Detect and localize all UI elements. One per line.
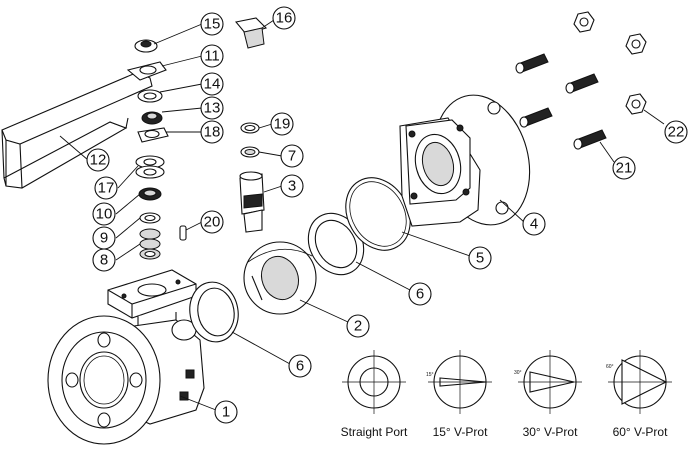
svg-text:15°: 15° bbox=[426, 372, 434, 378]
key-part bbox=[234, 17, 268, 49]
port-v60: 60° 60° V-Prot bbox=[606, 350, 672, 439]
callout-11: 11 bbox=[200, 44, 224, 68]
svg-text:8: 8 bbox=[100, 252, 108, 269]
svg-text:9: 9 bbox=[100, 230, 108, 247]
svg-text:12: 12 bbox=[90, 152, 107, 169]
svg-text:60°: 60° bbox=[606, 364, 614, 370]
port-straight: Straight Port bbox=[341, 350, 408, 439]
svg-text:1: 1 bbox=[222, 404, 230, 421]
callout-5: 5 bbox=[468, 246, 492, 270]
svg-text:16: 16 bbox=[276, 10, 293, 27]
callout-3: 3 bbox=[280, 174, 304, 198]
nuts bbox=[573, 11, 647, 115]
callout-10: 10 bbox=[92, 202, 116, 226]
stem-stack-parts bbox=[126, 39, 187, 260]
svg-text:6: 6 bbox=[416, 286, 424, 303]
port-straight-label: Straight Port bbox=[341, 425, 408, 439]
svg-text:22: 22 bbox=[668, 124, 685, 141]
callout-13: 13 bbox=[200, 96, 224, 120]
callout-20: 20 bbox=[200, 210, 224, 234]
svg-text:11: 11 bbox=[204, 48, 220, 65]
svg-text:15: 15 bbox=[204, 16, 221, 33]
svg-text:2: 2 bbox=[354, 318, 362, 335]
svg-text:4: 4 bbox=[530, 216, 538, 233]
callout-4: 4 bbox=[522, 212, 546, 236]
callout-17: 17 bbox=[94, 176, 118, 200]
callout-19: 19 bbox=[270, 112, 294, 136]
svg-text:6: 6 bbox=[296, 358, 304, 375]
callout-16: 16 bbox=[272, 6, 296, 30]
svg-text:20: 20 bbox=[204, 214, 221, 231]
ball bbox=[243, 241, 317, 315]
svg-text:19: 19 bbox=[274, 116, 291, 133]
svg-text:21: 21 bbox=[616, 160, 633, 177]
svg-text:17: 17 bbox=[98, 180, 115, 197]
svg-text:3: 3 bbox=[288, 178, 296, 195]
valve-body bbox=[47, 269, 205, 445]
svg-text:14: 14 bbox=[204, 76, 221, 93]
callout-8: 8 bbox=[92, 248, 116, 272]
callout-6-upper: 6 bbox=[408, 282, 432, 306]
svg-text:13: 13 bbox=[204, 100, 221, 117]
studs bbox=[515, 53, 607, 150]
svg-text:18: 18 bbox=[204, 124, 221, 141]
svg-text:5: 5 bbox=[476, 250, 484, 267]
callout-1: 1 bbox=[214, 400, 238, 424]
end-cap bbox=[399, 94, 531, 227]
port-v15: 15° 15° V-Prot bbox=[426, 350, 492, 439]
leader-lines bbox=[59, 19, 665, 411]
seat-ring-right bbox=[307, 212, 365, 276]
handle-lever bbox=[1, 71, 153, 189]
port-v30: 30° 30° V-Prot bbox=[514, 350, 582, 439]
callout-18: 18 bbox=[200, 120, 224, 144]
callout-7: 7 bbox=[280, 144, 304, 168]
port-v30-label: 30° V-Prot bbox=[523, 425, 578, 439]
port-v15-label: 15° V-Prot bbox=[433, 425, 488, 439]
seat-ring-left bbox=[189, 281, 239, 343]
svg-text:7: 7 bbox=[288, 148, 296, 165]
port-v60-label: 60° V-Prot bbox=[613, 425, 668, 439]
callout-6-lower: 6 bbox=[288, 354, 312, 378]
svg-text:30°: 30° bbox=[514, 370, 522, 376]
callout-15: 15 bbox=[200, 12, 224, 36]
callout-2: 2 bbox=[346, 314, 370, 338]
callout-12: 12 bbox=[86, 148, 110, 172]
callout-9: 9 bbox=[92, 226, 116, 250]
stem bbox=[239, 171, 265, 233]
gasket bbox=[345, 177, 411, 251]
callout-14: 14 bbox=[200, 72, 224, 96]
stem-rings bbox=[240, 122, 260, 158]
callout-21: 21 bbox=[612, 156, 636, 180]
svg-text:10: 10 bbox=[96, 206, 113, 223]
callout-22: 22 bbox=[664, 120, 688, 144]
